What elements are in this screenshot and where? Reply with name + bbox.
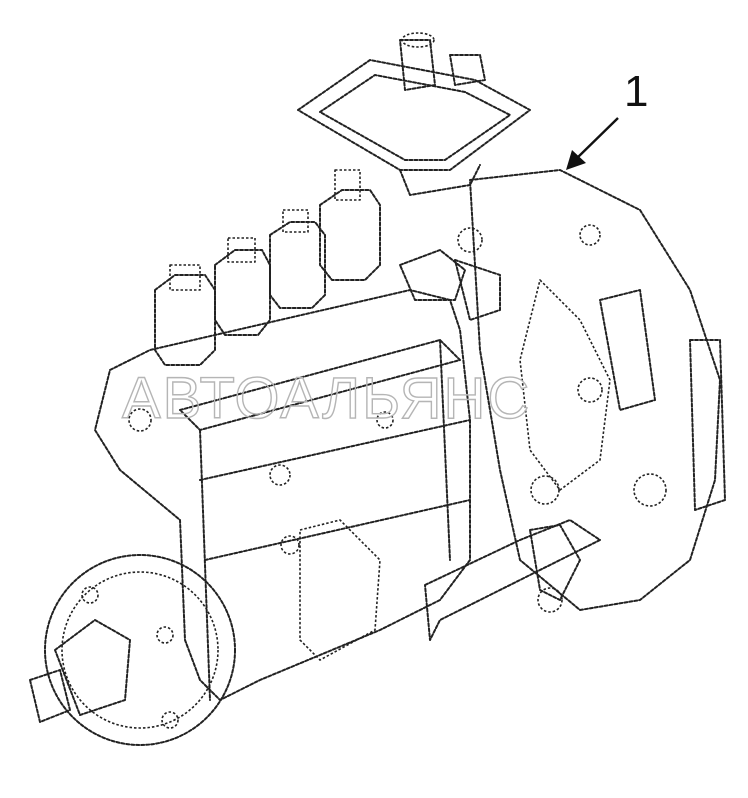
valve-holder-1 [154, 264, 216, 366]
valve-holder-3 [269, 209, 326, 309]
watermark-text: АВТОАЛЬЯНС [122, 366, 531, 431]
drive-flange [29, 554, 236, 746]
callout-leader [566, 117, 619, 170]
delivery-valve-holders [154, 169, 381, 366]
callout-label-1: 1 [624, 67, 648, 116]
governor-housing [469, 169, 726, 611]
control-lever [424, 519, 601, 641]
boost-compensator [297, 32, 531, 196]
valve-holder-2 [214, 237, 271, 336]
valve-holder-4 [319, 169, 381, 281]
pump-housing [94, 289, 471, 701]
bolts [128, 224, 667, 613]
fuel-inlet-fitting [399, 249, 501, 321]
callout-arrowhead [566, 150, 586, 170]
